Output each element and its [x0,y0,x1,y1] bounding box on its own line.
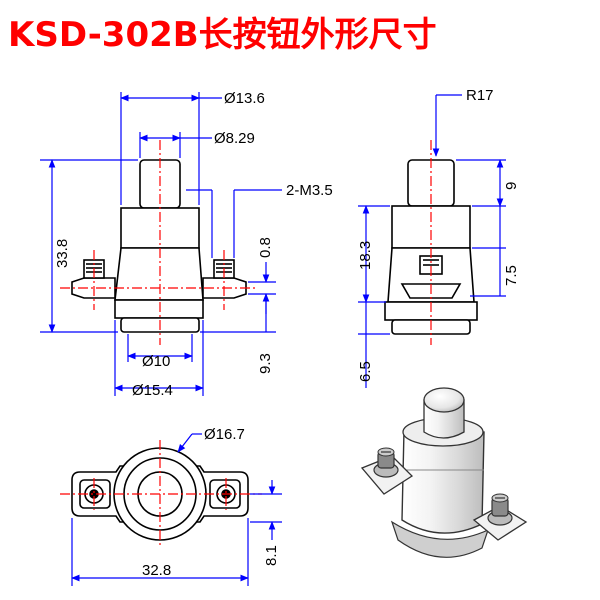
front-view-outline [71,159,247,333]
front-terminal-height-label: 9.3 [257,353,274,374]
top-view-centerlines [60,440,262,548]
top-width-label: 32.8 [142,562,171,579]
top-hole-offset-label: 8.1 [263,545,280,566]
side-radius-label: R17 [466,87,494,104]
side-terminal-height-label: 7.5 [503,265,520,286]
front-thread-label: 2-M3.5 [286,182,333,199]
front-terminal-gap-label: 0.8 [257,237,274,258]
side-view-dimension-lines [358,94,506,388]
top-view-dimension-lines [71,433,282,586]
side-view: R17 9 18.3 7.5 6.5 [357,87,520,388]
front-diameter-top-label: Ø13.6 [224,90,265,107]
top-flange-diameter-label: Ø16.7 [204,426,245,443]
product-3d-render [360,387,528,558]
front-diameter-shaft-label: Ø8.29 [214,130,255,147]
side-body-height-label: 18.3 [357,241,374,270]
front-view: Ø13.6 Ø8.29 2-M3.5 33.8 0.8 9.3 Ø10 Ø15.… [40,90,333,399]
front-view-dimension-lines [40,92,282,396]
top-view: Ø16.7 8.1 32.8 [60,426,282,586]
front-base-inner-diameter-label: Ø10 [142,353,170,370]
front-view-centerlines [60,140,258,345]
front-height-total-label: 33.8 [54,239,71,268]
front-base-outer-diameter-label: Ø15.4 [132,382,173,399]
drawing-title: KSD-302B长按钮外形尺寸 [8,15,437,55]
side-flange-height-label: 6.5 [357,361,374,382]
side-button-height-label: 9 [503,182,520,190]
